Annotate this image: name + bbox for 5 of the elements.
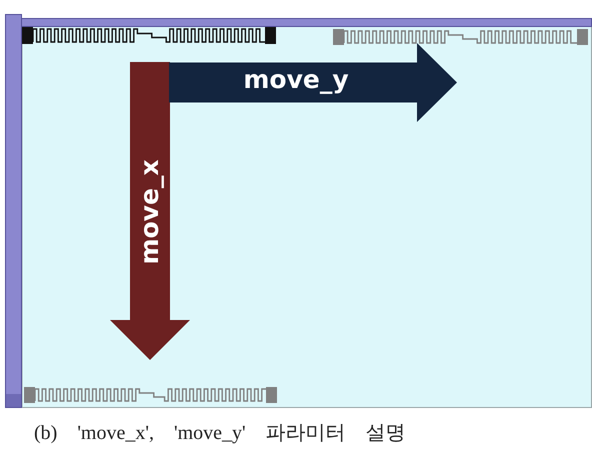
down-arrow [110, 62, 190, 360]
right-arrow [169, 43, 457, 122]
arrow-label: move_x [134, 159, 165, 265]
figure-caption: (b) 'move_x', 'move_y' 파라미터 설명 [34, 421, 406, 445]
arrow-label: move_y [243, 64, 349, 96]
